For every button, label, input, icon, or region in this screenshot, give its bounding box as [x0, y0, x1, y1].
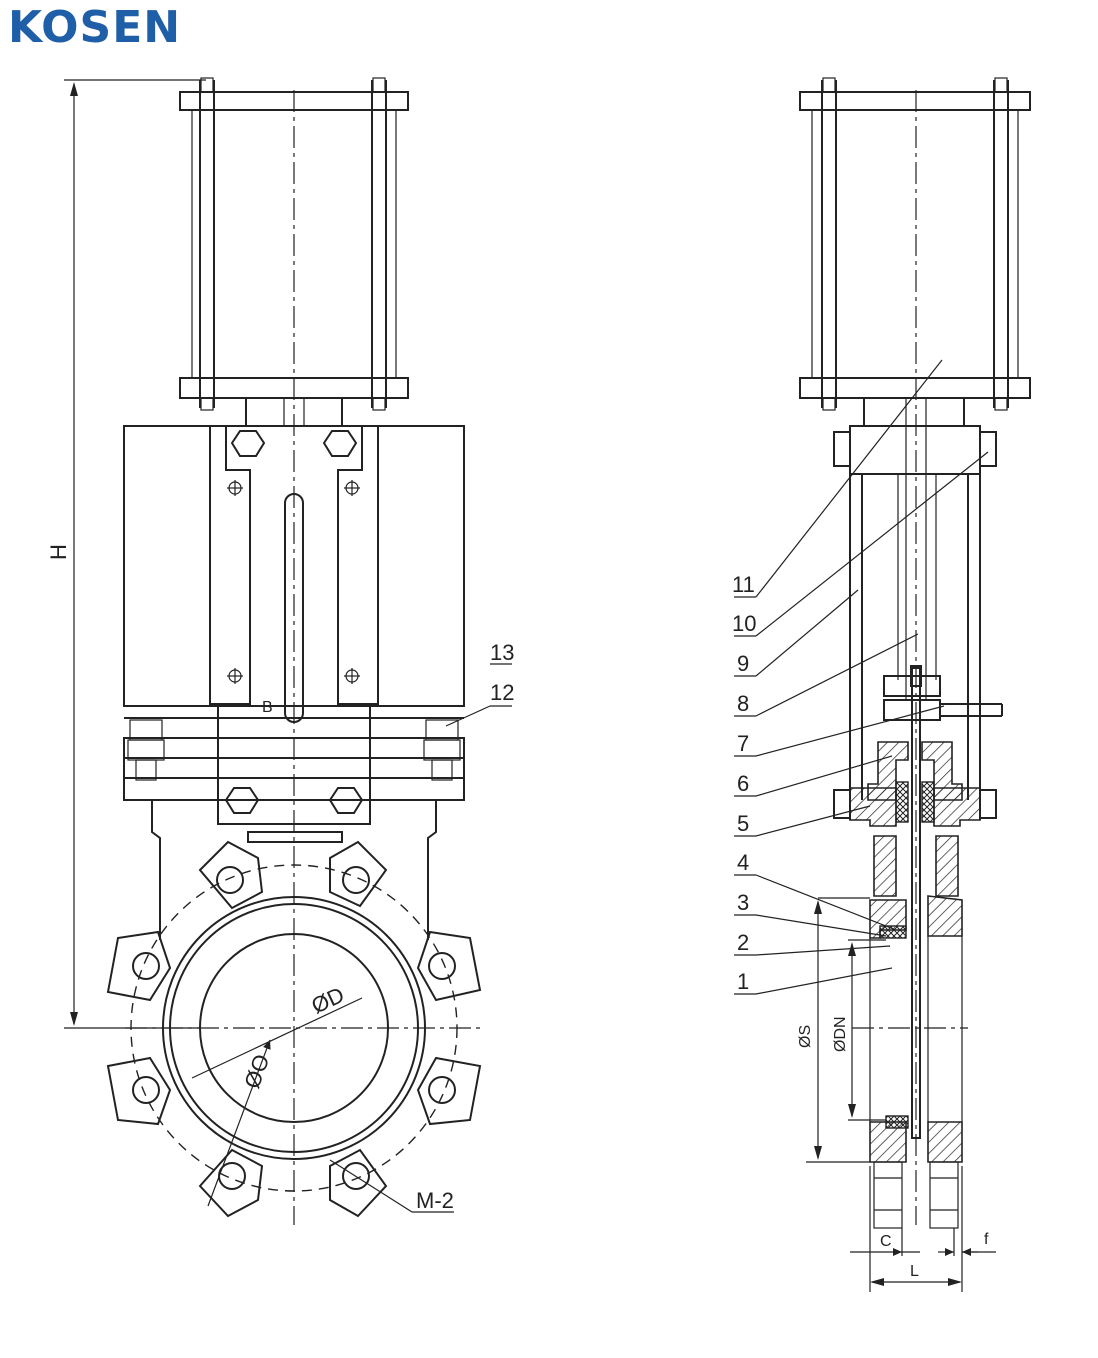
part-number-10: 10 — [732, 611, 756, 636]
front-view: B — [46, 77, 514, 1225]
part-number-13: 13 — [490, 640, 514, 665]
dimension-h-label: H — [46, 544, 71, 560]
part-number-4: 4 — [737, 850, 749, 875]
side-view: ØS ØDN C f L — [732, 77, 1031, 1292]
dimension-m-label: M-2 — [416, 1188, 454, 1213]
part-number-11: 11 — [732, 572, 755, 597]
part-number-8: 8 — [737, 691, 749, 716]
dimension-b-label: B — [262, 699, 273, 716]
dimension-phi-dn-label: ØDN — [832, 1016, 849, 1052]
dimension-c-label: C — [880, 1233, 892, 1250]
part-number-9: 9 — [737, 651, 749, 676]
part-number-6: 6 — [737, 771, 749, 796]
part-number-3: 3 — [737, 890, 749, 915]
dimension-phi-o-label: ØO — [239, 1051, 274, 1092]
part-number-1: 1 — [737, 969, 749, 994]
dimension-l-label: L — [910, 1263, 919, 1280]
part-number-7: 7 — [737, 731, 749, 756]
part-number-2: 2 — [737, 930, 749, 955]
part-number-12: 12 — [490, 680, 514, 705]
part-number-5: 5 — [737, 811, 749, 836]
brand-logo: KOSEN — [8, 2, 182, 53]
dimension-f-label: f — [984, 1231, 989, 1248]
dimension-phi-d-label: ØD — [308, 982, 348, 1019]
dimension-phi-s-label: ØS — [797, 1025, 814, 1048]
